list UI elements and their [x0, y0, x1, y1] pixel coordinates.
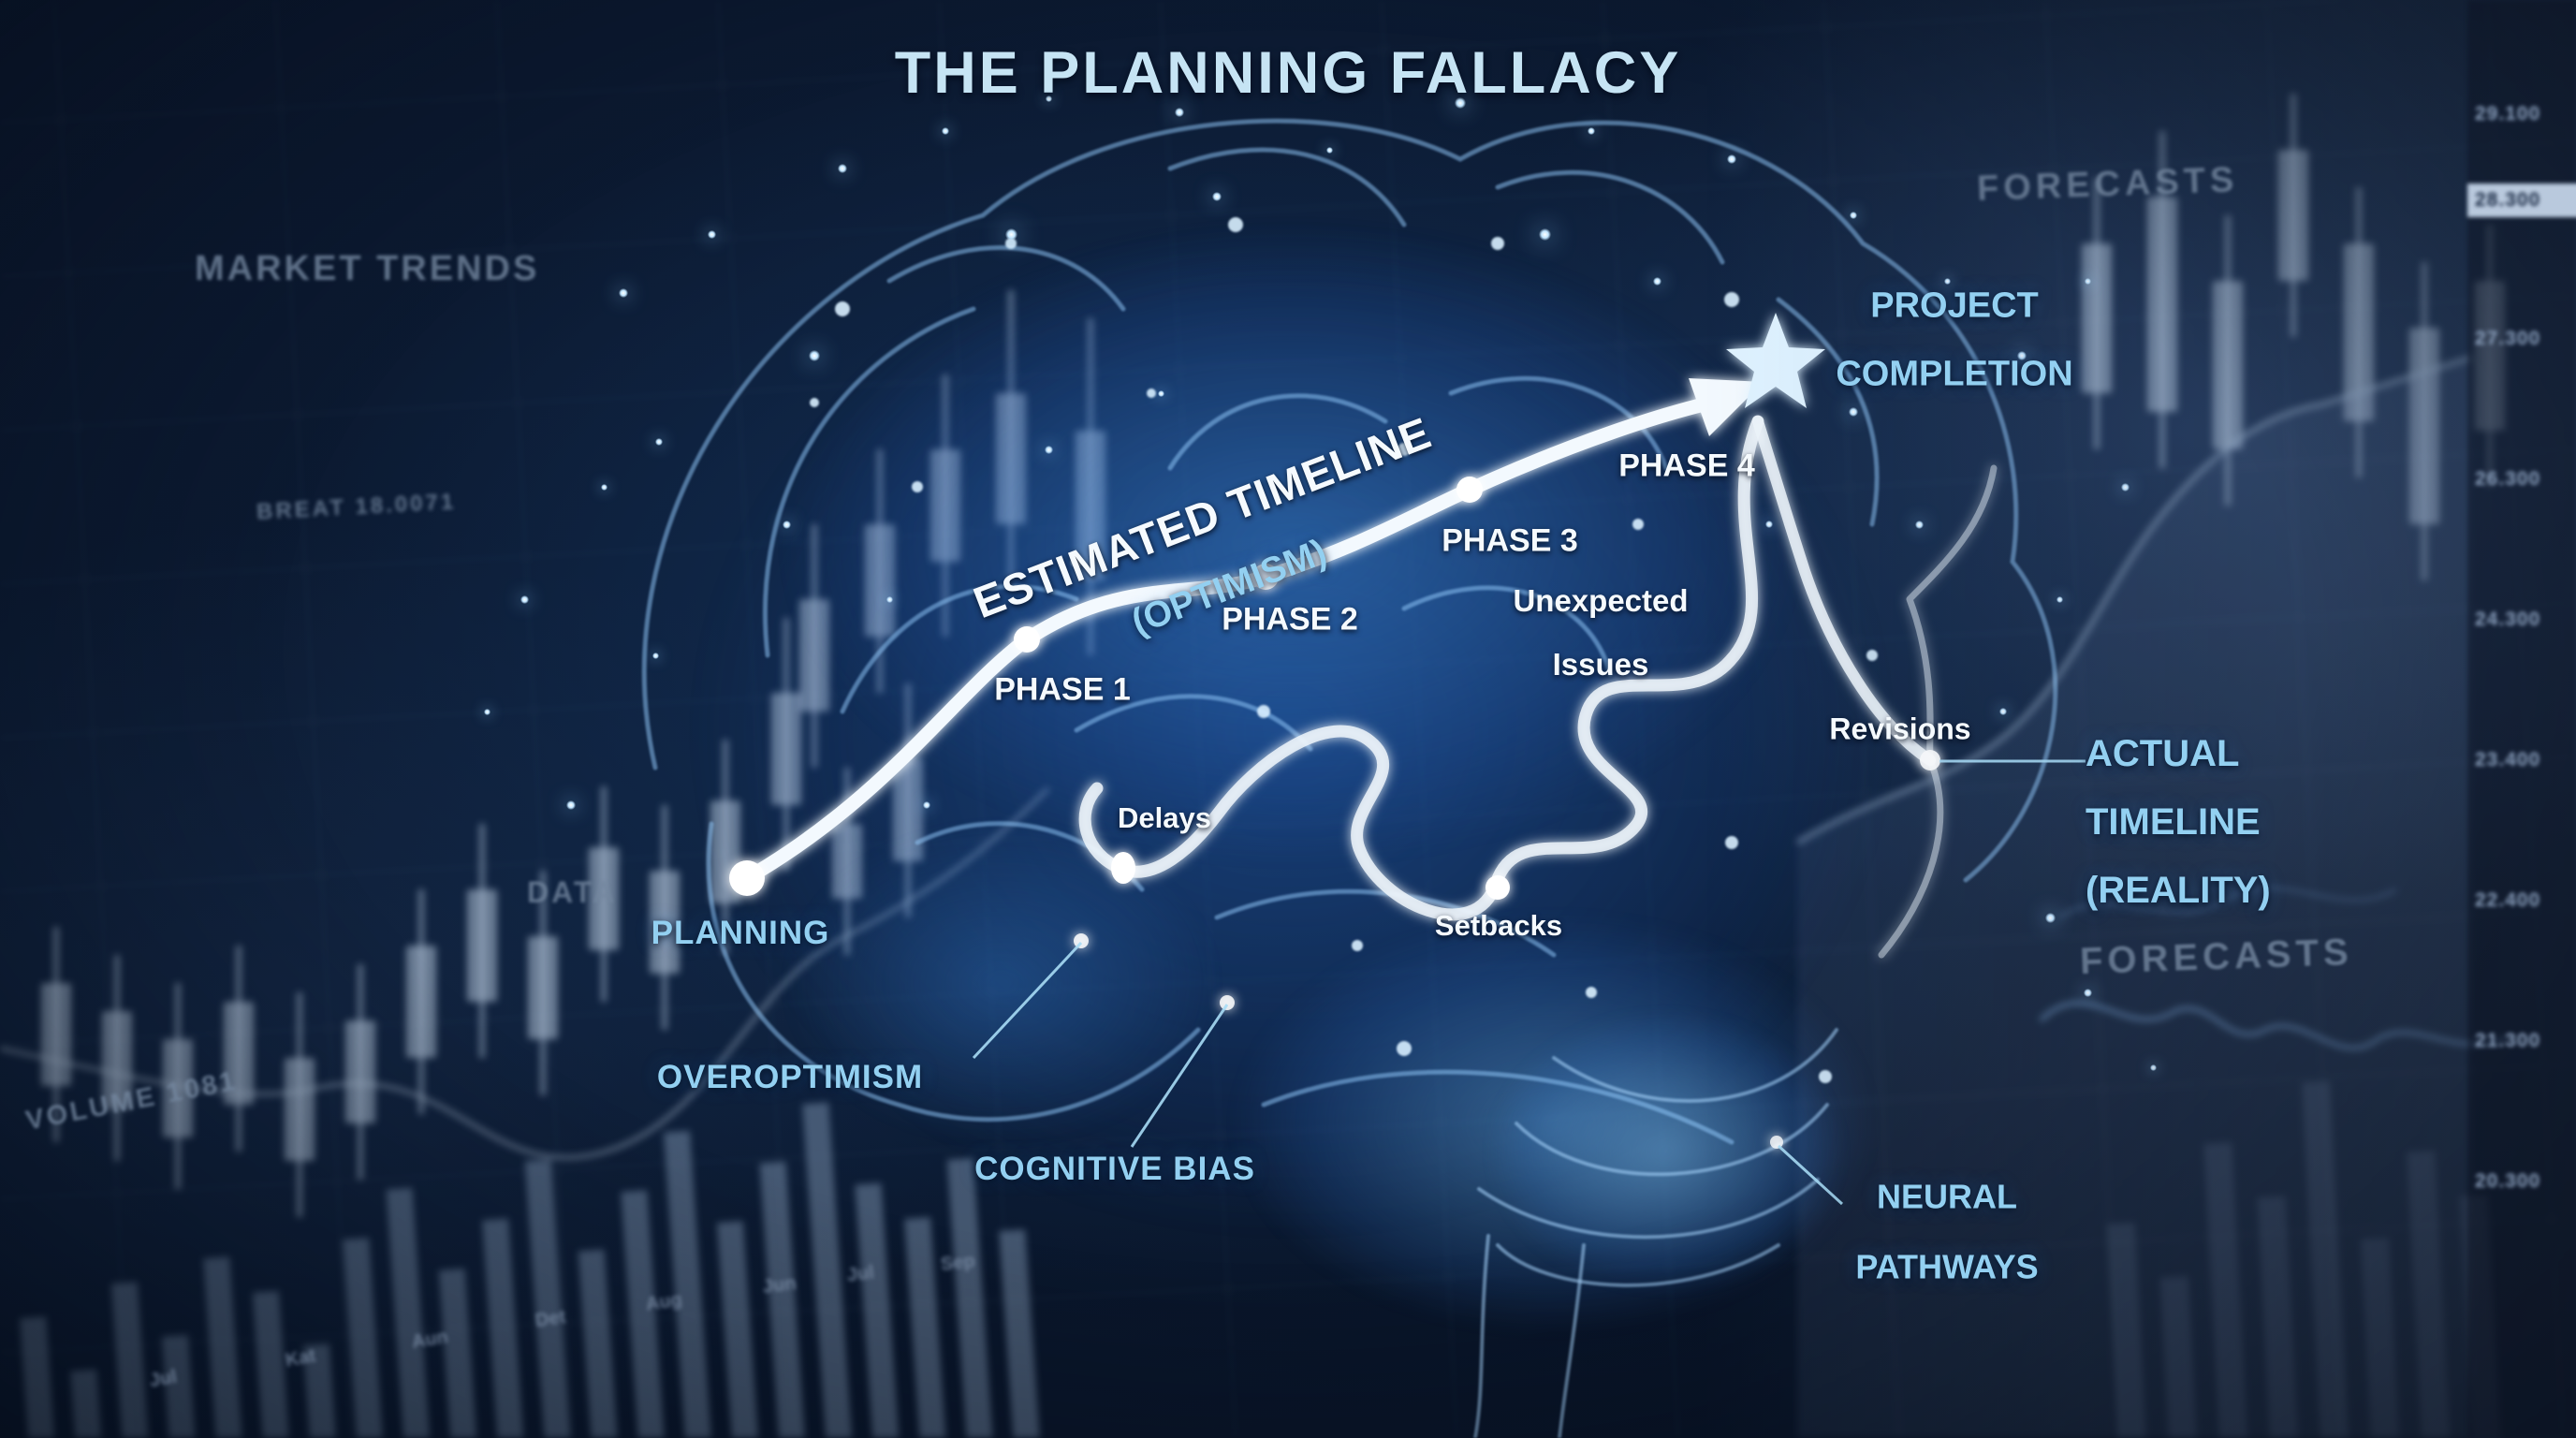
- overoptimism-label: OVEROPTIMISM: [656, 1059, 924, 1095]
- phase-1-label: PHASE 1: [994, 671, 1131, 708]
- revisions-label: Revisions: [1829, 712, 1971, 746]
- delays-node: [1111, 852, 1135, 884]
- phase3-dot: [1456, 477, 1483, 503]
- price-tick: 26.300: [2475, 468, 2541, 490]
- project-completion-line1: PROJECT: [1870, 286, 2039, 326]
- phase-3-label: PHASE 3: [1442, 522, 1578, 559]
- price-tick: 24.300: [2475, 609, 2541, 630]
- page-title: THE PLANNING FALLACY: [894, 40, 1682, 106]
- planning-dot: [729, 860, 765, 896]
- month-tick: Jul: [845, 1262, 876, 1286]
- month-tick: Jun: [761, 1272, 798, 1299]
- price-tick: 22.400: [2475, 889, 2541, 911]
- project-completion-line2: COMPLETION: [1836, 354, 2073, 394]
- project-completion-label: PROJECT COMPLETION: [1836, 257, 2072, 426]
- neural-pathways-label: NEURAL PATHWAYS: [1855, 1146, 2038, 1319]
- revisions-node: [1920, 750, 1940, 770]
- planning-label: PLANNING: [651, 915, 830, 951]
- neural-connector: [1777, 1144, 1844, 1206]
- month-tick: Jul: [148, 1366, 179, 1392]
- unexpected-issues-label: Unexpected Issues: [1513, 553, 1688, 712]
- actual-timeline-line2: TIMELINE: [2086, 801, 2261, 844]
- neural-pathways-line1: NEURAL: [1877, 1177, 2017, 1216]
- price-tick-highlighted: 28.300: [2467, 183, 2576, 217]
- month-tick: Det: [534, 1306, 567, 1332]
- setbacks-node: [1486, 875, 1510, 900]
- cognitive-bias-connector: [1130, 1004, 1229, 1148]
- price-tick: 23.400: [2475, 749, 2541, 770]
- unexpected-issues-line2: Issues: [1552, 646, 1649, 682]
- unexpected-issues-line1: Unexpected: [1513, 582, 1689, 618]
- month-tick: Sep: [939, 1251, 976, 1275]
- price-tick: 27.300: [2475, 328, 2541, 349]
- price-tick: 29.100: [2475, 103, 2541, 125]
- phase-2-label: PHASE 2: [1222, 601, 1358, 638]
- data-label: DATA: [527, 875, 618, 909]
- price-tick: 21.300: [2475, 1030, 2541, 1051]
- actual-timeline-line1: ACTUAL: [2086, 732, 2240, 774]
- overoptimism-node: [1074, 933, 1089, 948]
- cognitive-bias-node: [1220, 995, 1235, 1010]
- price-tick: 20.300: [2475, 1170, 2541, 1192]
- actual-timeline-label: ACTUAL TIMELINE (REALITY): [2086, 704, 2271, 941]
- actual-timeline-line3: (REALITY): [2086, 870, 2271, 912]
- overoptimism-connector: [972, 941, 1083, 1060]
- cognitive-bias-label: COGNITIVE BIAS: [974, 1151, 1255, 1187]
- delays-label: Delays: [1118, 801, 1211, 834]
- phase-4-label: PHASE 4: [1618, 448, 1755, 484]
- neural-pathways-line2: PATHWAYS: [1855, 1247, 2039, 1286]
- price-scale-column: 29.100 28.300 27.300 26.300 24.300 23.40…: [2467, 0, 2576, 1438]
- market-trends-label: MARKET TRENDS: [195, 249, 540, 288]
- setbacks-label: Setbacks: [1434, 909, 1563, 942]
